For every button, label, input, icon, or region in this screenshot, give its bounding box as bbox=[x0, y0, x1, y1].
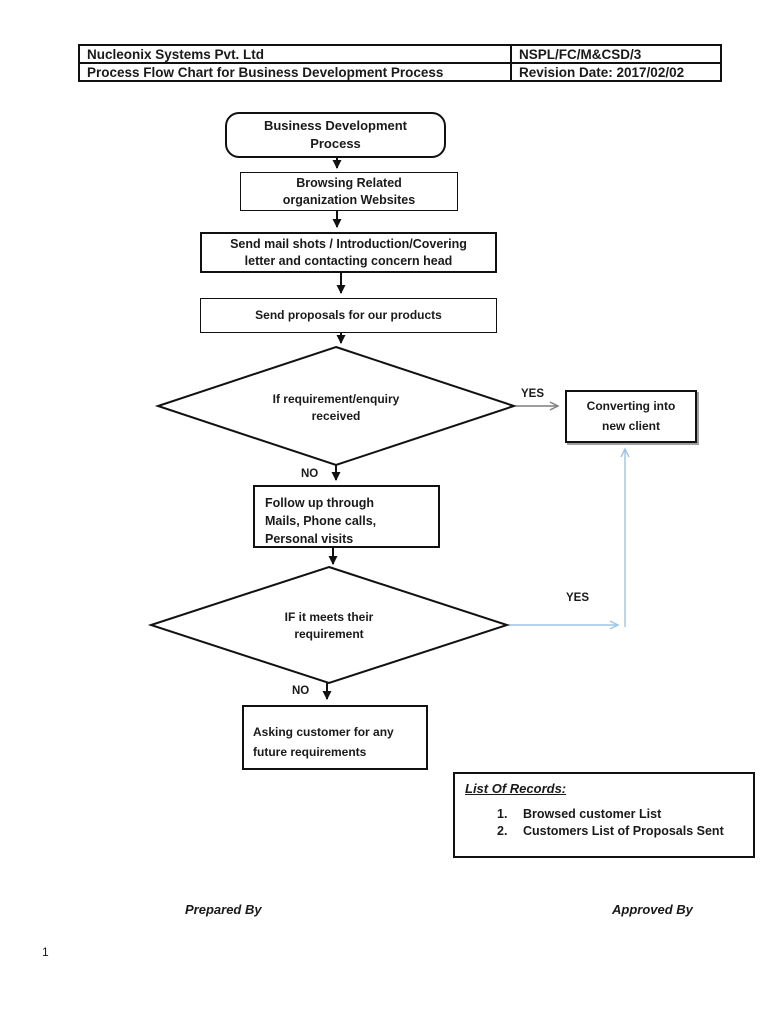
header-company: Nucleonix Systems Pvt. Ltd bbox=[80, 46, 512, 64]
list-item-number: 1. bbox=[497, 807, 508, 821]
list-item-number: 2. bbox=[497, 824, 508, 838]
header-doc-title: Process Flow Chart for Business Developm… bbox=[80, 64, 512, 80]
header-doc-code: NSPL/FC/M&CSD/3 bbox=[512, 46, 720, 64]
approved-by-label: Approved By bbox=[612, 902, 693, 917]
list-item-text: Browsed customer List bbox=[523, 807, 662, 821]
no-label-2: NO bbox=[292, 685, 310, 697]
list-item-text: Customers List of Proposals Sent bbox=[523, 824, 724, 838]
list-item: 2. Customers List of Proposals Sent bbox=[465, 823, 743, 840]
header-revision-date: Revision Date: 2017/02/02 bbox=[519, 65, 685, 80]
yes-label-2: YES bbox=[566, 592, 590, 604]
step-follow-up: Follow up through Mails, Phone calls, Pe… bbox=[253, 485, 440, 548]
step-send-proposals: Send proposals for our products bbox=[200, 298, 497, 333]
step-asking-future-requirements: Asking customer for any future requireme… bbox=[242, 705, 428, 770]
header-table: Nucleonix Systems Pvt. Ltd NSPL/FC/M&CSD… bbox=[78, 44, 722, 82]
step-converting-new-client: Converting into new client bbox=[565, 390, 697, 443]
decision-diamond-enquiry bbox=[154, 345, 518, 467]
decision-meets-label: IF it meets their requirement bbox=[284, 610, 374, 641]
page-number: 1 bbox=[42, 945, 49, 959]
step-browsing-websites: Browsing Related organization Websites bbox=[240, 172, 458, 211]
decision-enquiry-label: If requirement/enquiry received bbox=[272, 392, 400, 423]
list-item: 1. Browsed customer List bbox=[465, 806, 743, 823]
no-label-1: NO bbox=[301, 468, 319, 480]
decision-diamond-meets bbox=[147, 565, 511, 685]
yes-label-1: YES bbox=[521, 388, 545, 400]
step-send-mail-shots: Send mail shots / Introduction/Covering … bbox=[200, 232, 497, 273]
list-of-records-box: List Of Records: 1. Browsed customer Lis… bbox=[453, 772, 755, 858]
records-heading: List Of Records: bbox=[465, 781, 567, 796]
start-node: Business Development Process bbox=[225, 112, 446, 158]
prepared-by-label: Prepared By bbox=[185, 902, 262, 917]
records-list: 1. Browsed customer List 2. Customers Li… bbox=[465, 806, 743, 840]
